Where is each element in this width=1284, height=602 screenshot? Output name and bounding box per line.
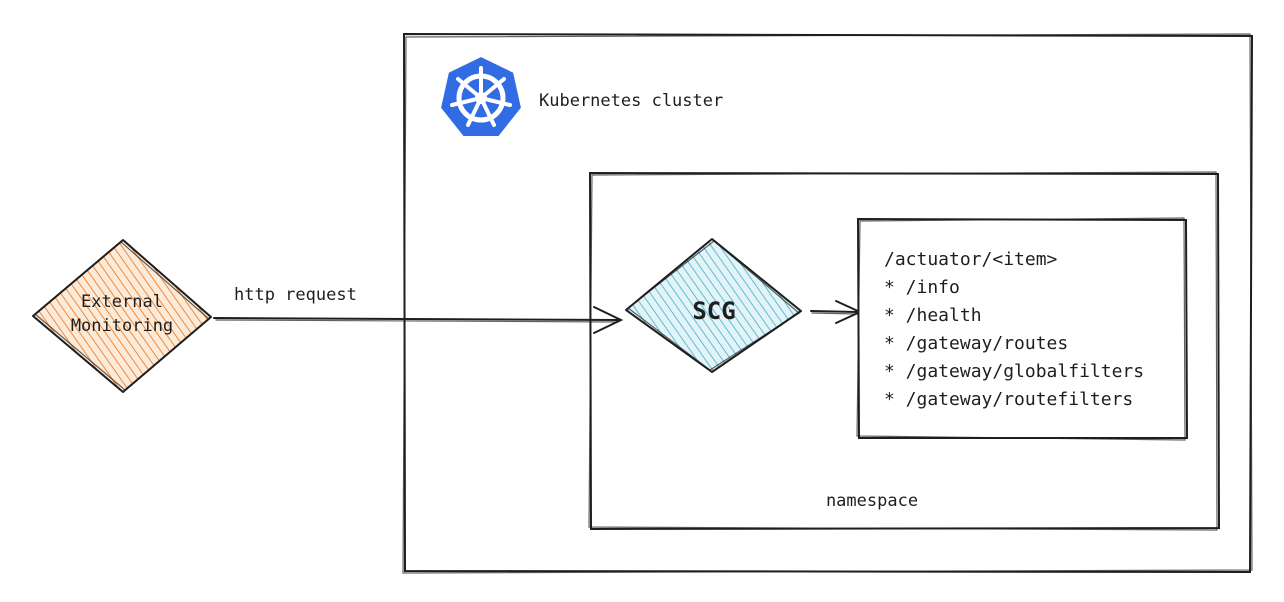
http-request-arrow bbox=[213, 306, 624, 334]
external-label-line2: Monitoring bbox=[71, 316, 173, 336]
cluster-label: Kubernetes cluster bbox=[539, 91, 723, 111]
scg-label: SCG bbox=[692, 297, 735, 325]
external-monitoring-node bbox=[32, 239, 212, 393]
actuator-title: /actuator/<item> bbox=[884, 249, 1058, 270]
actuator-item: * /info bbox=[884, 277, 960, 298]
actuator-item: * /health bbox=[884, 305, 982, 326]
kubernetes-icon bbox=[438, 54, 524, 138]
scg-node bbox=[625, 238, 802, 373]
http-request-label: http request bbox=[234, 285, 357, 305]
namespace-label: namespace bbox=[826, 491, 918, 511]
actuator-item: * /gateway/routefilters bbox=[884, 389, 1133, 410]
scg-actuator-arrow bbox=[810, 300, 863, 324]
cluster-box bbox=[402, 32, 1254, 574]
namespace-box bbox=[588, 171, 1221, 531]
actuator-box bbox=[856, 217, 1189, 441]
actuator-item: * /gateway/routes bbox=[884, 333, 1068, 354]
external-label-line1: External bbox=[81, 292, 163, 312]
actuator-item: * /gateway/globalfilters bbox=[884, 361, 1144, 382]
